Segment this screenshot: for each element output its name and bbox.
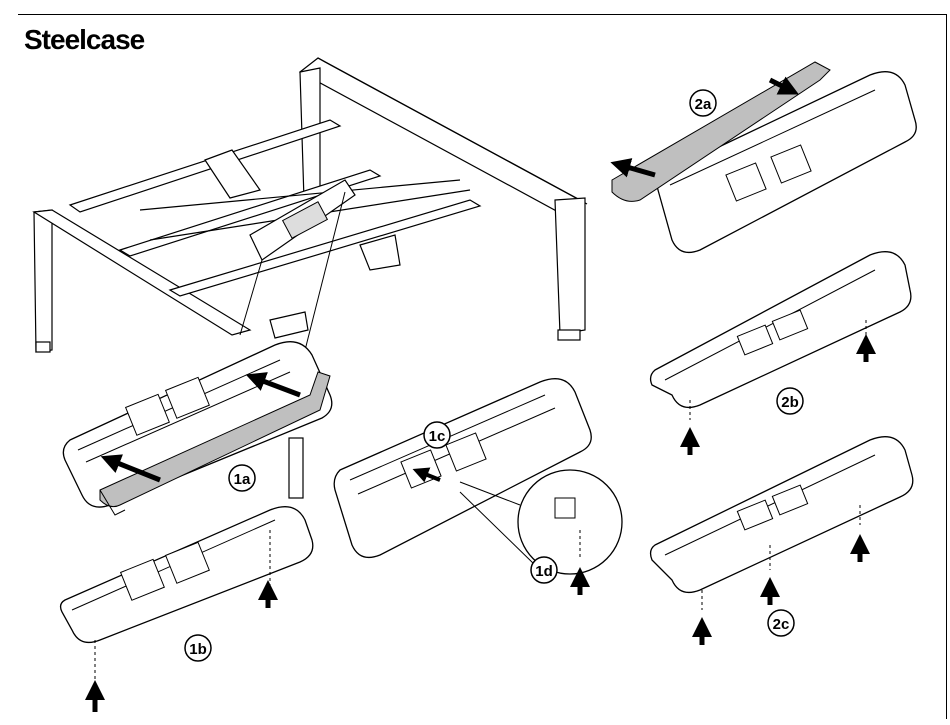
svg-text:2c: 2c — [773, 616, 790, 633]
svg-text:2b: 2b — [781, 394, 799, 411]
step-label-1a: 1a — [229, 465, 255, 491]
svg-text:1c: 1c — [429, 428, 446, 445]
svg-text:1a: 1a — [234, 471, 251, 488]
step-label-2c: 2c — [768, 610, 794, 636]
panel-1b — [61, 507, 313, 712]
step-label-2b: 2b — [777, 388, 803, 414]
step-label-1c: 1c — [424, 422, 450, 448]
panel-2b — [651, 252, 911, 455]
step-label-1d: 1d — [531, 557, 557, 583]
step-label-1b: 1b — [185, 635, 211, 661]
panel-2a — [612, 62, 916, 252]
svg-text:2a: 2a — [695, 96, 712, 113]
step-label-2a: 2a — [690, 90, 716, 116]
svg-text:1d: 1d — [535, 563, 553, 580]
svg-text:1b: 1b — [189, 641, 207, 658]
